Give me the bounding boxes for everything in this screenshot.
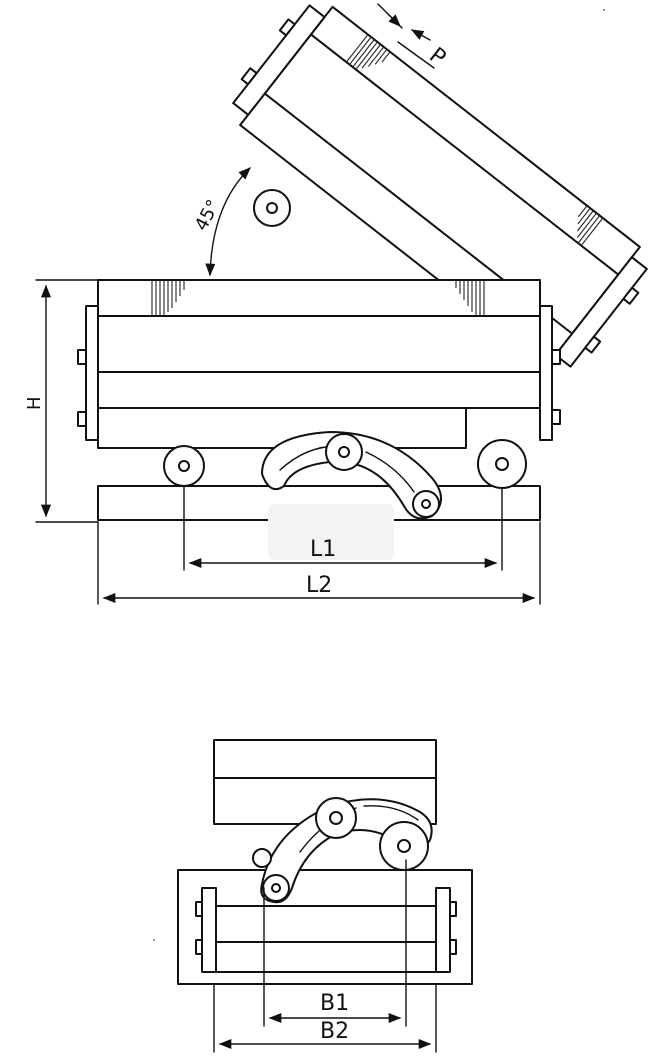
right-side-plate [539,305,553,441]
end-view: B1 B2 [177,739,473,1053]
top-plate-hatch-left [151,281,185,315]
middle-plate [97,315,541,373]
b1-label: B1 [320,991,349,1016]
angle-label: 45° [191,196,225,234]
end-right-jaw [435,887,451,973]
height-label: H [24,396,45,410]
left-side-plate [85,305,99,441]
l1-label-backdrop [268,504,394,560]
locking-arm [261,431,442,520]
top-plate-hatch-right [455,281,485,315]
b2-label: B2 [320,1019,349,1044]
angle-arc [205,167,251,277]
tilted-table [232,4,648,368]
lower-plate [97,371,541,409]
pitch-label: P [424,43,450,71]
side-view: 45° P [24,3,648,605]
end-left-jaw [201,887,217,973]
tilted-table-hatch-right [576,205,604,246]
sine-base-block [97,407,467,449]
speck [603,9,605,11]
l1-label: L1 [310,537,336,562]
speck [153,939,155,941]
pitch-dim-line-b [397,41,435,69]
end-small-roller [252,848,272,868]
end-middle-plate-bottom [215,941,437,973]
end-middle-plate-top [215,905,437,943]
l2-label: L2 [306,573,332,598]
tilted-table-hatch-left [345,34,391,70]
